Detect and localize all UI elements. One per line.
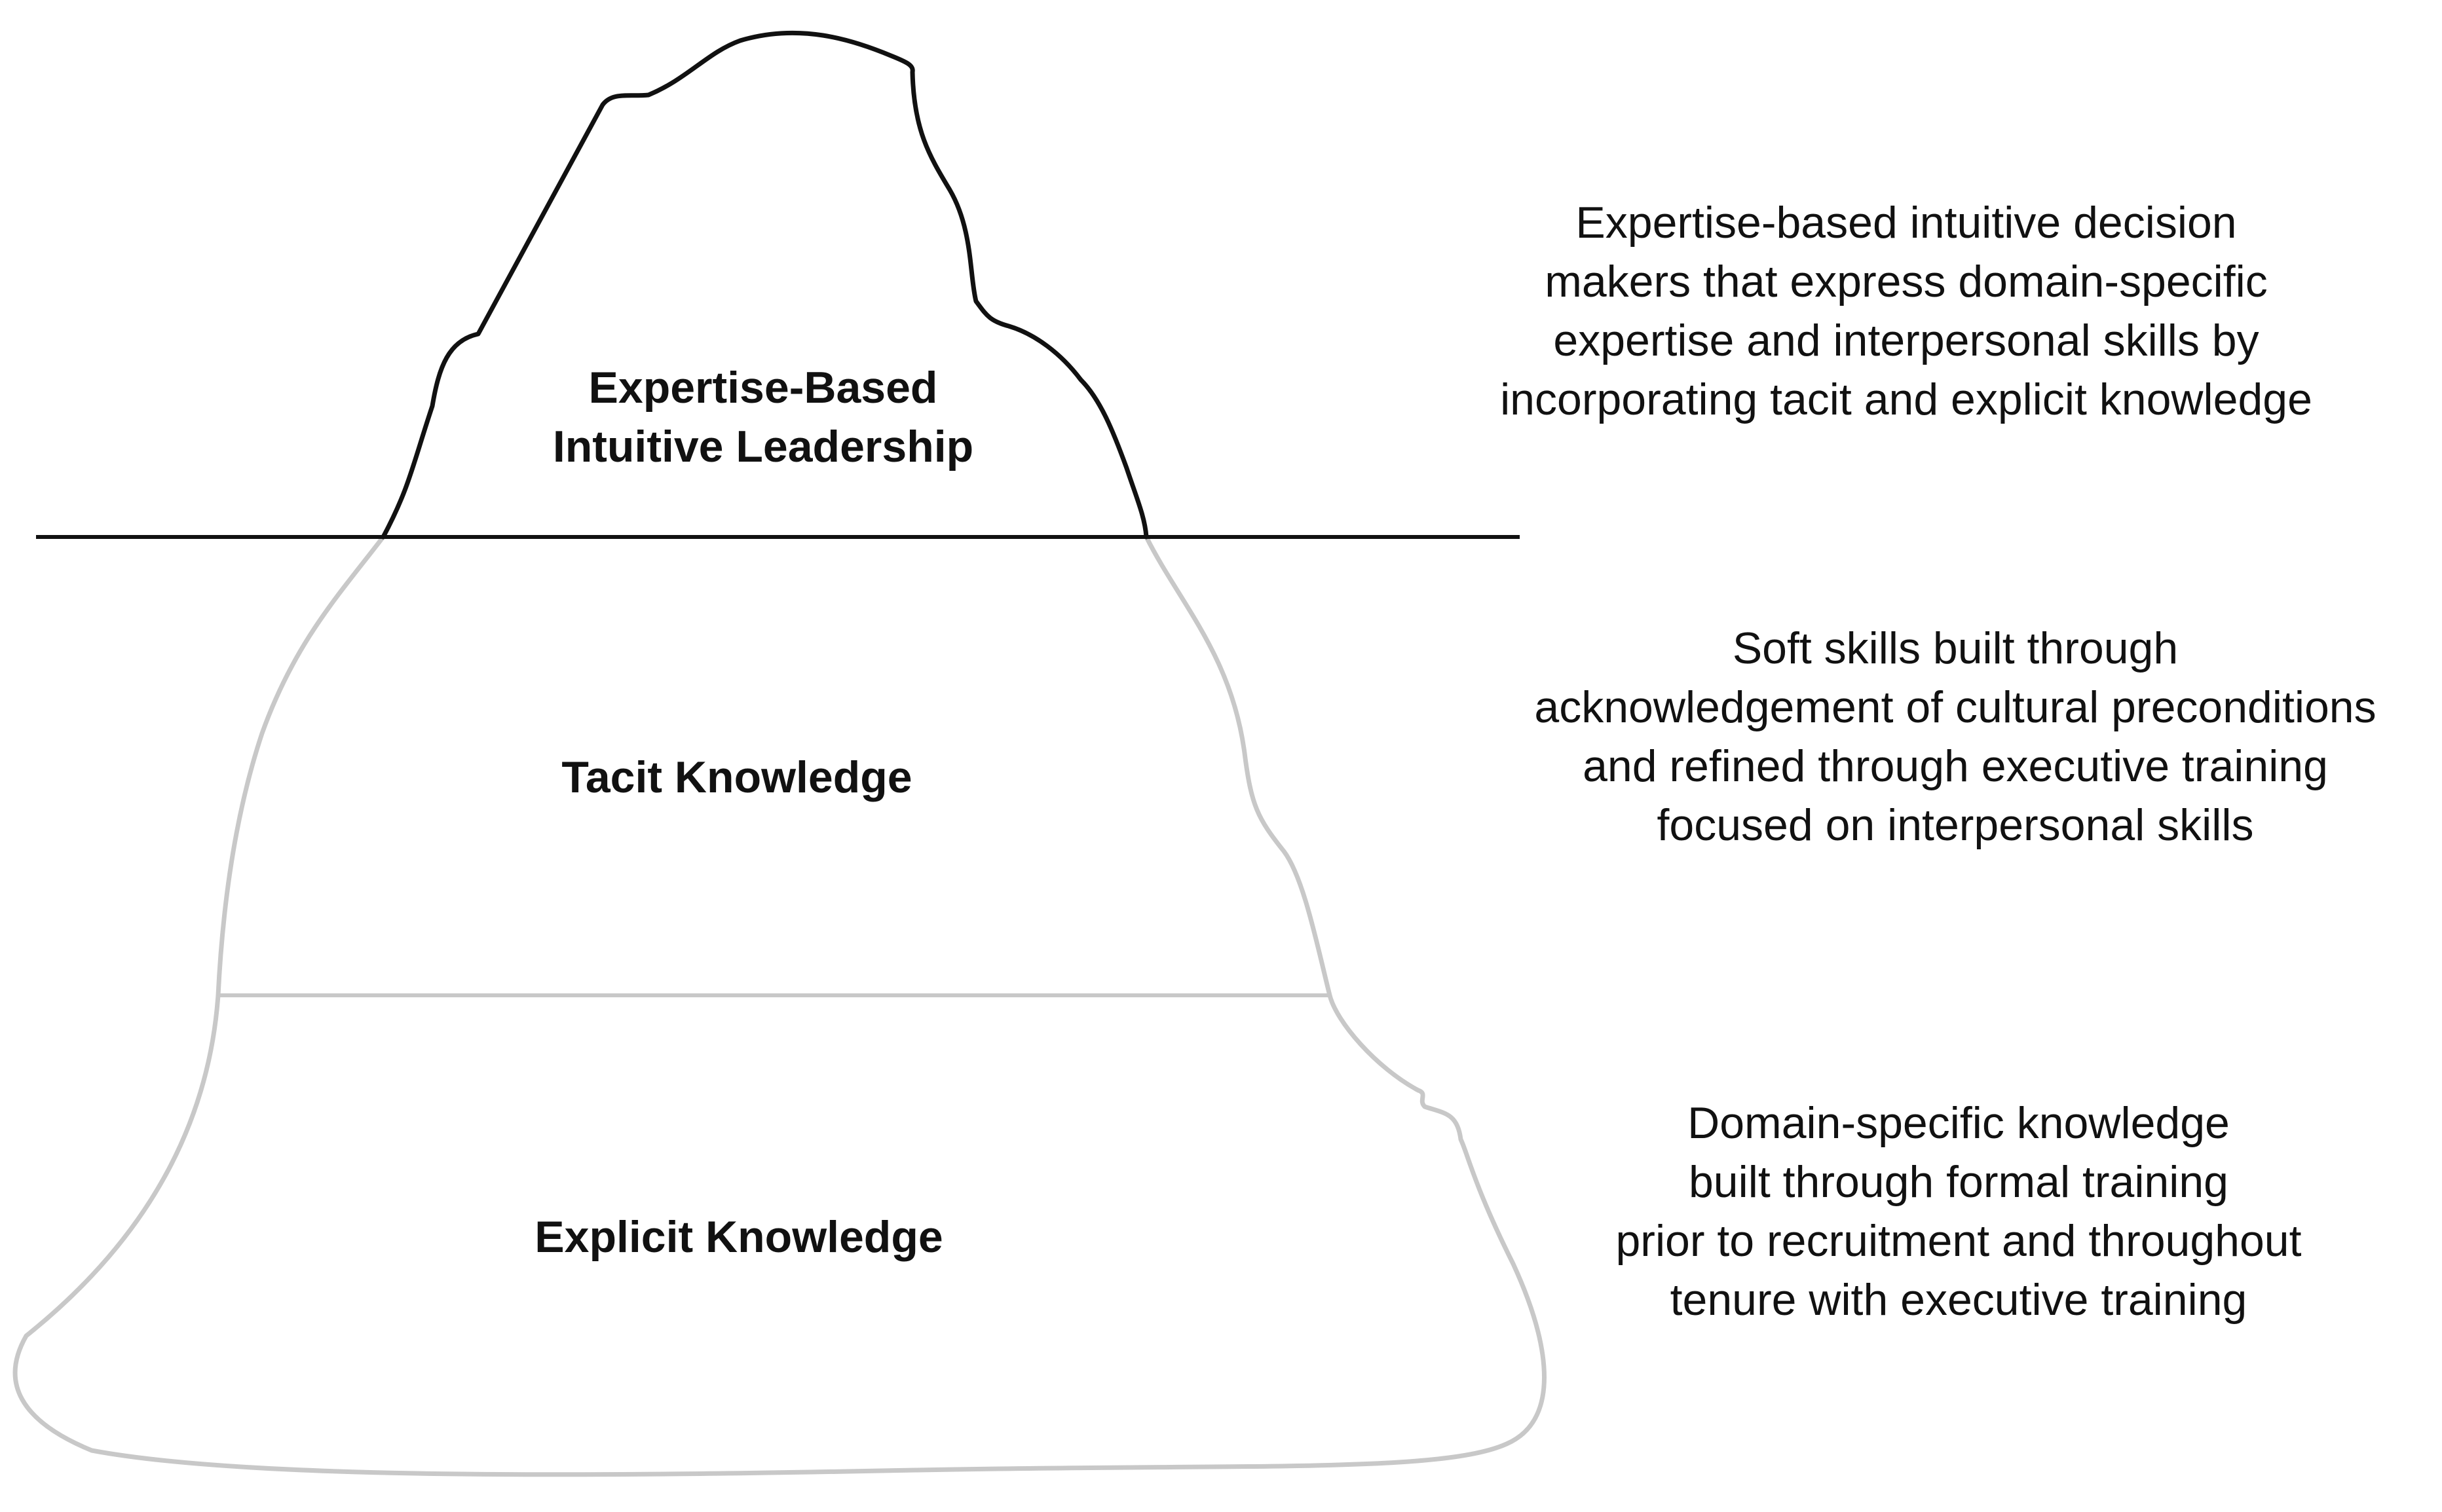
description-line: built through formal training [1688,1157,2228,1207]
description-line: makers that express domain-specific [1545,257,2268,306]
label-tacit-knowledge: Tacit Knowledge [561,752,912,802]
description-line: Expertise-based intuitive decision [1575,198,2237,248]
description-line: expertise and interpersonal skills by [1553,316,2259,365]
description-line: incorporating tacit and explicit knowled… [1500,375,2312,424]
description-line: Soft skills built through [1732,623,2179,673]
description-line: acknowledgement of cultural precondition… [1534,682,2376,732]
description-line: tenure with executive training [1670,1275,2247,1325]
description-tacit: Soft skills built through acknowledgemen… [1474,619,2437,855]
label-explicit-knowledge: Explicit Knowledge [535,1212,943,1262]
description-line: focused on interpersonal skills [1657,800,2254,850]
label-expertise-line-2: Intuitive Leadership [553,422,973,471]
iceberg-tip-outline [381,30,1149,540]
description-line: Domain-specific knowledge [1687,1098,2230,1148]
description-line: and refined through executive training [1583,741,2328,791]
description-line: prior to recruitment and throughout [1615,1216,2302,1266]
description-expertise: Expertise-based intuitive decision maker… [1441,193,2371,429]
description-explicit: Domain-specific knowledge built through … [1533,1094,2384,1329]
iceberg-underwater-outline [12,534,1547,1477]
label-expertise-line-1: Expertise-Based [589,363,938,413]
